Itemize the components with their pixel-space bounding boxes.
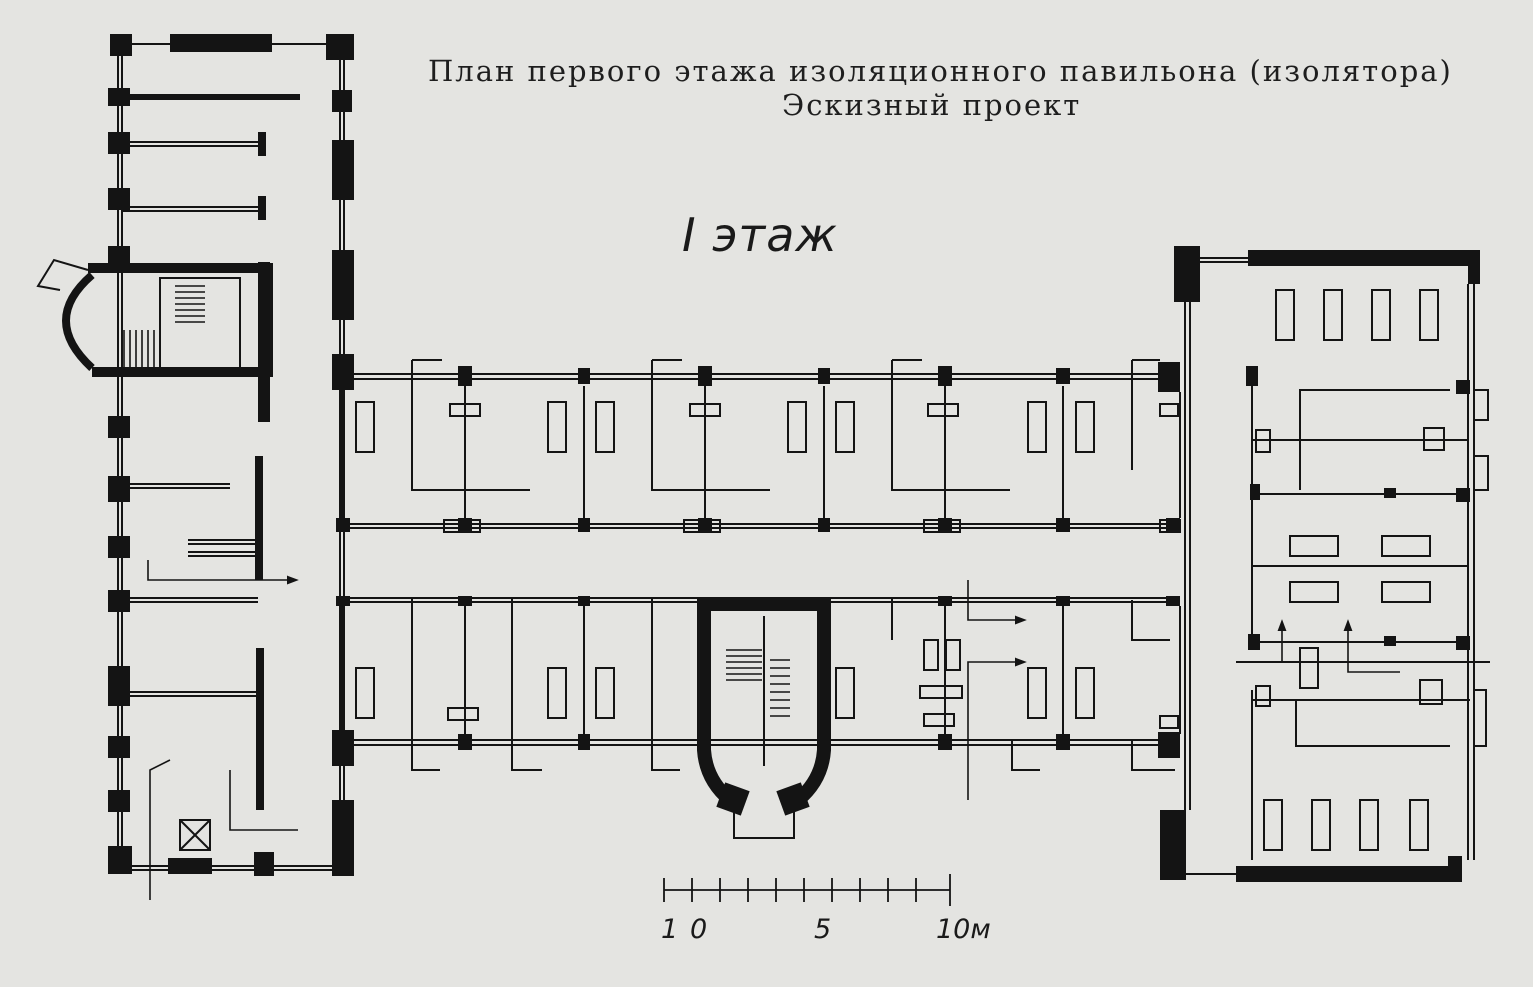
scale-label-10m: 10м [936,914,991,945]
stair-treads-left [117,285,205,368]
scale-label-0: 0 [690,914,708,945]
upper-rooms [341,359,1181,533]
left-wing [36,34,354,900]
plan-title: План первого этажа изоляционного павильо… [428,54,1453,88]
right-wing [1160,246,1490,882]
floor-label: I этаж [682,208,838,262]
lower-rooms [341,580,1181,800]
central-block [336,359,1181,839]
central-stair [697,597,831,839]
scale-bar [663,874,951,906]
plan-subtitle: Эскизный проект [782,88,1082,122]
central-piers [336,362,1180,758]
left-wing-piers [108,34,354,876]
scale-label-1: 1 [661,914,679,945]
scale-label-5: 5 [814,914,832,945]
